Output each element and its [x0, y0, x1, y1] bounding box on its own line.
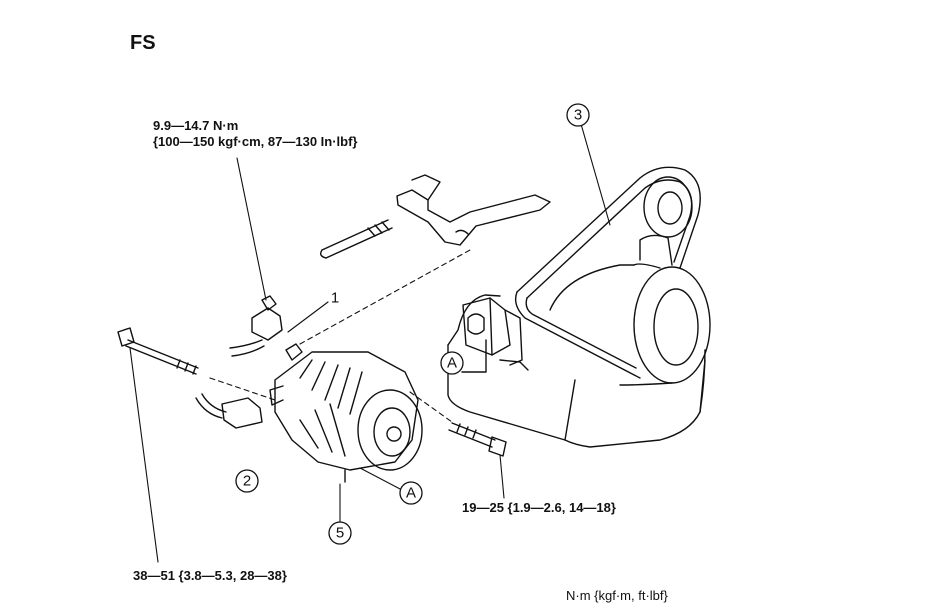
terminal-nut-assembly — [229, 295, 303, 361]
reference-a-engine: A — [440, 351, 464, 375]
torque-spec-through-bolt: 19—25 {1.9—2.6, 14—18} — [462, 500, 616, 515]
alternator-connector — [195, 393, 263, 429]
alignment-lines — [209, 249, 471, 423]
callout-2-label: 2 — [243, 473, 251, 490]
reference-a-engine-label: A — [447, 355, 457, 372]
callout-2: 2 — [235, 469, 259, 493]
callout-5-label: 5 — [336, 525, 344, 542]
torque-spec-terminal-nut-line1: 9.9—14.7 N·m — [153, 118, 239, 133]
callout-1-label: 1 — [331, 290, 339, 307]
drive-belt — [514, 166, 701, 379]
pivot-bolt — [117, 327, 199, 375]
torque-spec-pivot-bolt: 38—51 {3.8—5.3, 28—38} — [133, 568, 287, 583]
engine-code-label: FS — [130, 32, 156, 54]
adjusting-bolt — [319, 219, 393, 259]
callout-3-label: 3 — [574, 107, 582, 124]
callout-5: 5 — [328, 521, 352, 545]
leader-lines — [129, 123, 611, 563]
adjusting-bracket — [396, 174, 551, 246]
callout-3: 3 — [566, 103, 590, 127]
crank-pulley — [549, 234, 711, 386]
reference-a-alternator: A — [399, 481, 423, 505]
alternator-body — [269, 351, 423, 483]
reference-a-alternator-label: A — [406, 485, 416, 502]
units-legend: N·m {kgf·m, ft·lbf} — [566, 588, 668, 603]
through-bolt — [448, 422, 507, 457]
torque-spec-terminal-nut-line2: {100—150 kgf·cm, 87—130 In·lbf} — [153, 134, 358, 149]
mounting-boss — [461, 297, 523, 373]
torque-spec-terminal-nut: 9.9—14.7 N·m {100—150 kgf·cm, 87—130 In·… — [153, 118, 357, 150]
callout-1: 1 — [331, 290, 339, 307]
